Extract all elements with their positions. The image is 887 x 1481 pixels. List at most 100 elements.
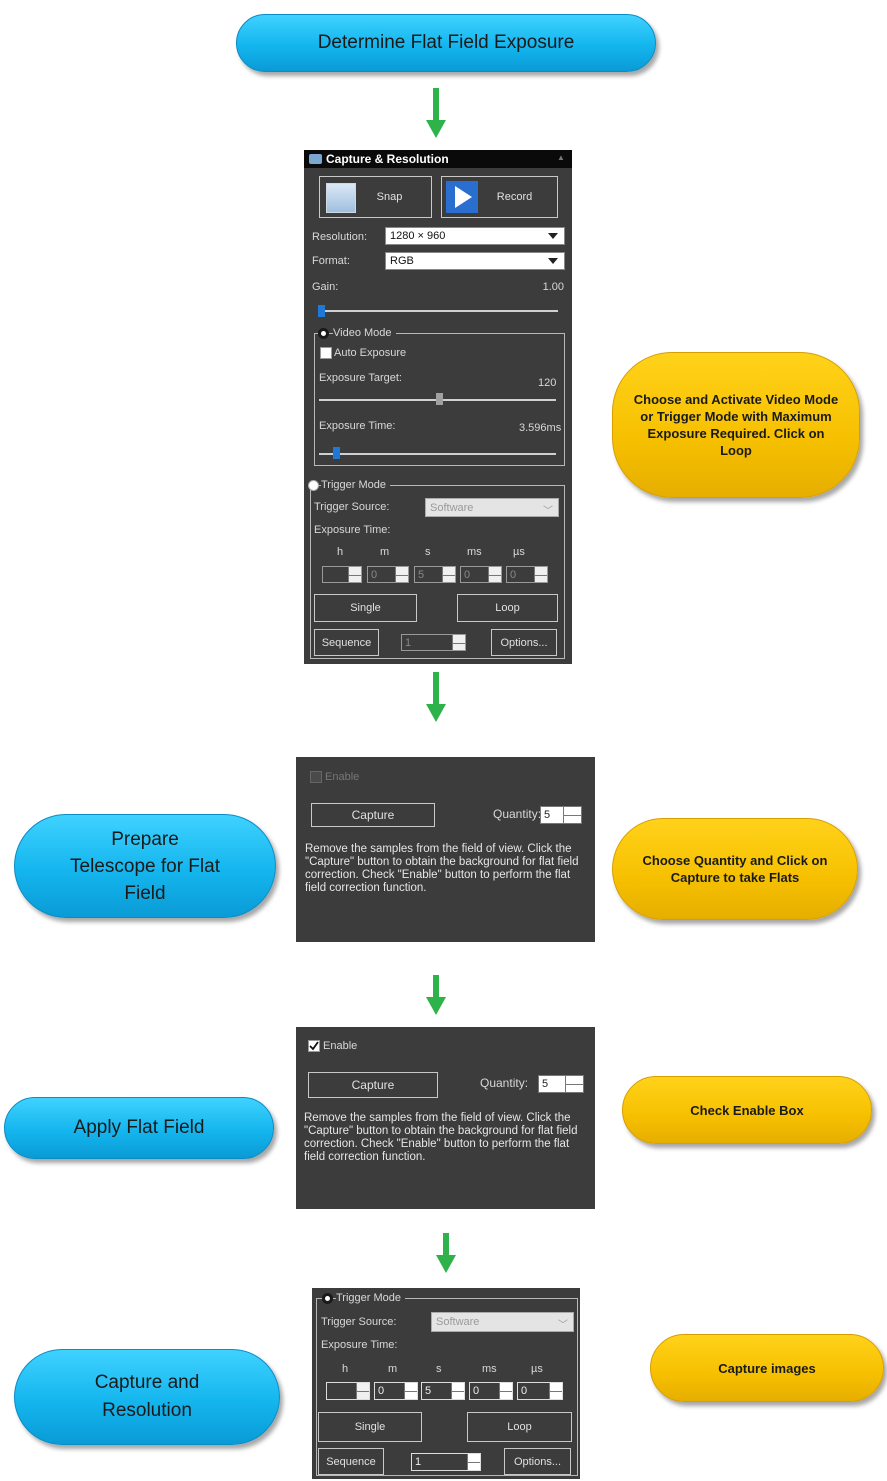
gain-slider-thumb[interactable] <box>318 305 325 317</box>
single-button-2[interactable]: Single <box>318 1412 422 1442</box>
panel-titlebar: Capture & Resolution ▲ <box>304 150 572 168</box>
milliseconds-stepper-2[interactable]: 0 <box>469 1382 513 1400</box>
seconds-stepper[interactable]: 5 <box>414 566 456 583</box>
seconds-stepper-2[interactable]: 5 <box>421 1382 465 1400</box>
step2-left-node: Prepare Telescope for Flat Field <box>14 814 276 918</box>
sequence-button[interactable]: Sequence <box>314 629 379 656</box>
stepper-arrows[interactable] <box>442 567 455 582</box>
quantity-stepper[interactable]: 5 <box>540 806 582 824</box>
microseconds-value: 0 <box>510 568 517 581</box>
hours-stepper-2[interactable] <box>326 1382 370 1400</box>
enable-label: Enable <box>325 771 360 783</box>
gain-slider-track[interactable] <box>318 310 558 312</box>
stepper-arrows[interactable] <box>499 1383 512 1399</box>
microseconds-value-2: 0 <box>521 1385 528 1397</box>
stepper-arrows[interactable] <box>565 1076 583 1092</box>
chevron-down-icon: ﹀ <box>558 1320 568 1331</box>
exposure-time-track[interactable] <box>319 453 556 455</box>
seconds-value: 5 <box>418 568 425 581</box>
sequence-button-2[interactable]: Sequence <box>318 1448 384 1475</box>
flat-description: Remove the samples from the field of vie… <box>305 843 579 894</box>
stepper-arrows[interactable] <box>404 1383 417 1399</box>
chevron-down-icon <box>548 258 558 264</box>
step4-left-label: Capture and Resolution <box>94 1372 200 1421</box>
snap-button[interactable]: Snap <box>319 176 432 218</box>
loop-button-2[interactable]: Loop <box>467 1412 572 1442</box>
minutes-stepper[interactable]: 0 <box>367 566 409 583</box>
exposure-time-label: Exposure Time: <box>319 420 396 432</box>
arrow-down-icon <box>426 672 446 722</box>
milliseconds-value-2: 0 <box>473 1385 480 1397</box>
video-mode-radio[interactable] <box>318 328 329 339</box>
unit-us-2: µs <box>531 1363 543 1375</box>
step1-note: Choose and Activate Video Mode or Trigge… <box>612 352 860 498</box>
video-mode-group <box>314 333 565 466</box>
step4-note-text: Capture images <box>718 1360 816 1376</box>
trigger-source-label: Trigger Source: <box>314 501 390 513</box>
milliseconds-stepper[interactable]: 0 <box>460 566 502 583</box>
unit-s-2: s <box>436 1363 442 1375</box>
milliseconds-value: 0 <box>464 568 471 581</box>
stepper-arrows[interactable] <box>488 567 501 582</box>
play-icon <box>446 181 478 213</box>
exposure-target-label: Exposure Target: <box>319 372 402 384</box>
step2-left-label: Prepare Telescope for Flat Field <box>70 828 220 904</box>
stepper-arrows[interactable] <box>452 635 465 650</box>
record-button[interactable]: Record <box>441 176 558 218</box>
exposure-time-value: 3.596ms <box>519 422 562 434</box>
unit-m-2: m <box>388 1363 398 1375</box>
gain-label: Gain: <box>312 281 339 293</box>
options-button-2[interactable]: Options... <box>504 1448 571 1475</box>
trigger-source-select-2[interactable]: Software ﹀ <box>431 1312 574 1332</box>
trigger-mode-radio[interactable] <box>308 480 319 491</box>
chevron-down-icon <box>548 233 558 239</box>
capture-button-2[interactable]: Capture <box>308 1072 438 1098</box>
microseconds-stepper-2[interactable]: 0 <box>517 1382 563 1400</box>
collapse-icon[interactable]: ▲ <box>557 153 565 162</box>
options-button[interactable]: Options... <box>491 629 557 656</box>
format-select[interactable]: RGB <box>385 252 565 270</box>
enable-checkbox-checked[interactable] <box>308 1040 320 1052</box>
stepper-arrows[interactable] <box>563 807 581 823</box>
start-node-label: Determine Flat Field Exposure <box>317 32 575 53</box>
capture-button[interactable]: Capture <box>311 803 435 827</box>
stepper-arrows[interactable] <box>467 1454 480 1470</box>
stepper-arrows[interactable] <box>395 567 408 582</box>
trigger-source-label-2: Trigger Source: <box>321 1316 397 1328</box>
exposure-target-thumb[interactable] <box>436 393 443 405</box>
sequence-count-value: 1 <box>405 636 412 649</box>
trigger-mode-radio-2[interactable] <box>322 1293 333 1304</box>
stepper-arrows[interactable] <box>348 567 361 582</box>
stepper-arrows[interactable] <box>549 1383 562 1399</box>
exposure-time-thumb[interactable] <box>333 447 340 459</box>
gain-value: 1.00 <box>542 281 564 293</box>
step2-note-text: Choose Quantity and Click on Capture to … <box>642 853 828 885</box>
exposure-time-label-3: Exposure Time: <box>321 1339 398 1351</box>
single-button[interactable]: Single <box>314 594 417 622</box>
hours-stepper[interactable] <box>322 566 362 583</box>
trigger-source-value-2: Software <box>436 1316 480 1328</box>
stepper-arrows[interactable] <box>451 1383 464 1399</box>
stepper-arrows[interactable] <box>534 567 547 582</box>
quantity-label: Quantity: <box>493 807 542 821</box>
flat-field-panel: Enable Capture Quantity: 5 Remove the sa… <box>296 757 595 942</box>
step3-note: Check Enable Box <box>622 1076 872 1144</box>
trigger-source-select[interactable]: Software﹀ <box>425 498 559 517</box>
sequence-count-stepper-2[interactable]: 1 <box>411 1453 481 1471</box>
resolution-select[interactable]: 1280 × 960 <box>385 227 565 245</box>
snap-label: Snap <box>376 191 403 203</box>
microseconds-stepper[interactable]: 0 <box>506 566 548 583</box>
loop-button[interactable]: Loop <box>457 594 558 622</box>
format-value: RGB <box>390 255 414 267</box>
quantity-stepper-2[interactable]: 5 <box>538 1075 584 1093</box>
auto-exposure-checkbox[interactable] <box>320 347 332 359</box>
panel-title: Capture & Resolution <box>326 152 449 166</box>
stepper-arrows[interactable] <box>356 1383 369 1399</box>
sequence-count-stepper[interactable]: 1 <box>401 634 466 651</box>
minutes-stepper-2[interactable]: 0 <box>374 1382 418 1400</box>
arrow-down-icon <box>426 975 446 1015</box>
quantity-value-2: 5 <box>542 1078 549 1090</box>
trigger-mode-group <box>310 485 565 659</box>
minutes-value-2: 0 <box>378 1385 385 1397</box>
enable-checkbox[interactable] <box>310 771 322 783</box>
